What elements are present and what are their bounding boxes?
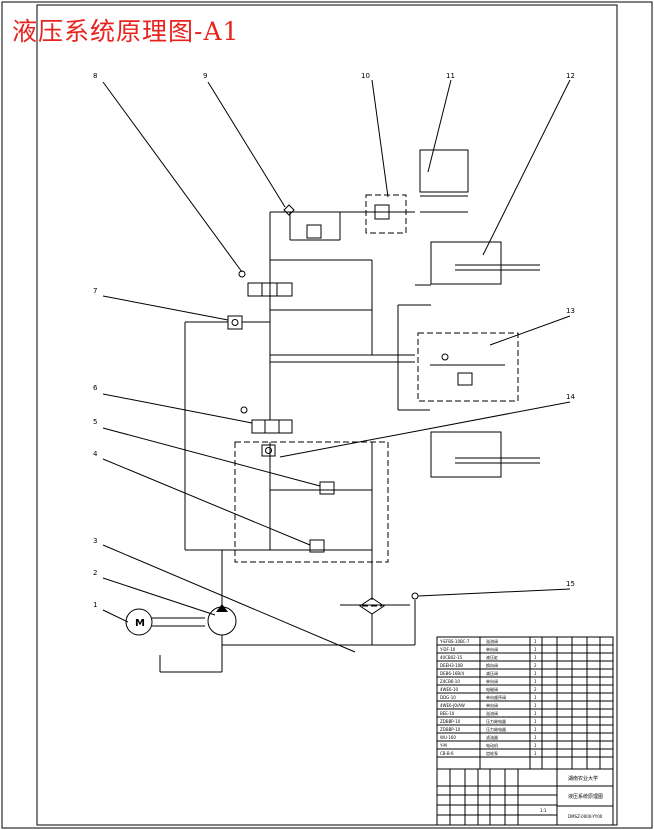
- callout-5: 5: [93, 418, 97, 426]
- callout-4: 4: [93, 450, 98, 458]
- part-qty: 1: [534, 655, 537, 660]
- drawing-number: DMSZ-0000-YY00: [568, 814, 603, 819]
- part-code: Z4CB6-10: [440, 679, 460, 684]
- part-code: Y-M: [439, 743, 447, 748]
- part-name: 液压缸: [486, 654, 498, 660]
- part-name: 溢流阀: [486, 638, 498, 644]
- check-valve-10: [365, 194, 407, 234]
- title-block: [436, 768, 614, 826]
- relief-valve-4: [309, 539, 325, 553]
- part-qty: 1: [534, 647, 537, 652]
- callout-10: 10: [361, 72, 370, 80]
- part-name: 电动机: [486, 742, 498, 748]
- part-qty: 1: [534, 639, 537, 644]
- part-name: 齿轮泵: [486, 750, 498, 756]
- valve-block-13: [417, 332, 519, 402]
- pressure-valve-9: [306, 224, 322, 239]
- callout-9: 9: [203, 72, 207, 80]
- part-qty: 1: [534, 743, 537, 748]
- part-code: Y-EFBS-10BC-7: [439, 639, 470, 644]
- part-name: 滤油器: [486, 734, 498, 740]
- part-name: 换向阀: [486, 662, 498, 668]
- part-name: 单向阀: [486, 678, 498, 684]
- school-name: 湖南农业大学: [568, 775, 598, 782]
- part-code: BEE-10: [440, 711, 455, 716]
- part-qty: 1: [534, 679, 537, 684]
- junction-9: [283, 204, 295, 216]
- part-qty: 1: [534, 735, 537, 740]
- part-name: 单向顺序阀: [486, 694, 506, 700]
- callout-8: 8: [93, 72, 97, 80]
- scale-value: 1:1: [540, 808, 547, 813]
- callout-11: 11: [446, 72, 455, 80]
- part-code: DEEH3-10B: [440, 663, 463, 668]
- part-code: WU-160: [440, 735, 456, 740]
- part-qty: 1: [534, 695, 537, 700]
- cylinder-12: [430, 241, 502, 285]
- callout-2: 2: [93, 569, 97, 577]
- part-code: 40CB02-15: [440, 655, 463, 660]
- part-code: CB-B-6: [440, 751, 454, 756]
- callout-12: 12: [566, 72, 575, 80]
- callout-3: 3: [93, 537, 97, 545]
- part-code: Y-DF-10: [439, 647, 456, 652]
- motor-label: M: [135, 618, 145, 629]
- motor-symbol: [125, 608, 153, 636]
- part-name: 电磁阀: [486, 686, 498, 692]
- cylinder-lower: [430, 431, 502, 478]
- callout-15: 15: [566, 580, 575, 588]
- part-name: 减压阀: [486, 670, 498, 676]
- part-qty: 1: [534, 719, 537, 724]
- part-code: ZDBBP-10: [440, 719, 461, 724]
- check-valve-14: [261, 444, 276, 457]
- part-qty: 1: [534, 727, 537, 732]
- callout-13: 13: [566, 307, 575, 315]
- cylinder-11: [419, 149, 469, 193]
- check-valve-7: [227, 315, 243, 330]
- part-name: 单向阀: [486, 646, 498, 652]
- part-qty: 1: [534, 711, 537, 716]
- pump-arrow: [216, 604, 228, 612]
- directional-valve-6: [251, 419, 293, 434]
- part-qty: 1: [534, 751, 537, 756]
- relief-valve-block: [234, 441, 389, 563]
- gauge-15: [411, 592, 419, 600]
- part-code: ZDBBP-10: [440, 727, 461, 732]
- drawing-title: 液压系统原理图-A1: [12, 17, 240, 46]
- part-code: 4WE6-J0/AW: [440, 703, 465, 708]
- part-name: 压力继电器: [486, 726, 506, 732]
- parts-rows: Y-EFBS-10BC-7 溢流阀 1 Y-DF-10 单向阀 1 40CB02…: [437, 638, 613, 758]
- part-code: DEB6-16B/4: [440, 671, 465, 676]
- part-code: DDG-10: [440, 695, 456, 700]
- part-qty: 1: [534, 671, 537, 676]
- callout-7: 7: [93, 287, 97, 295]
- part-qty: 2: [534, 663, 537, 668]
- part-name: 压力继电器: [486, 718, 506, 724]
- callout-1: 1: [93, 601, 97, 609]
- drawing-name: 液压系统原理图: [568, 793, 603, 800]
- part-name: 单向阀: [486, 702, 498, 708]
- callout-6: 6: [93, 384, 98, 392]
- part-name: 溢流阀: [486, 710, 498, 716]
- part-qty: 1: [534, 703, 537, 708]
- pressure-relay-5: [319, 481, 335, 495]
- part-qty: 2: [534, 687, 537, 692]
- part-code: 4WE6-10: [440, 687, 459, 692]
- callout-14: 14: [566, 393, 575, 401]
- inner-frame: [36, 4, 618, 826]
